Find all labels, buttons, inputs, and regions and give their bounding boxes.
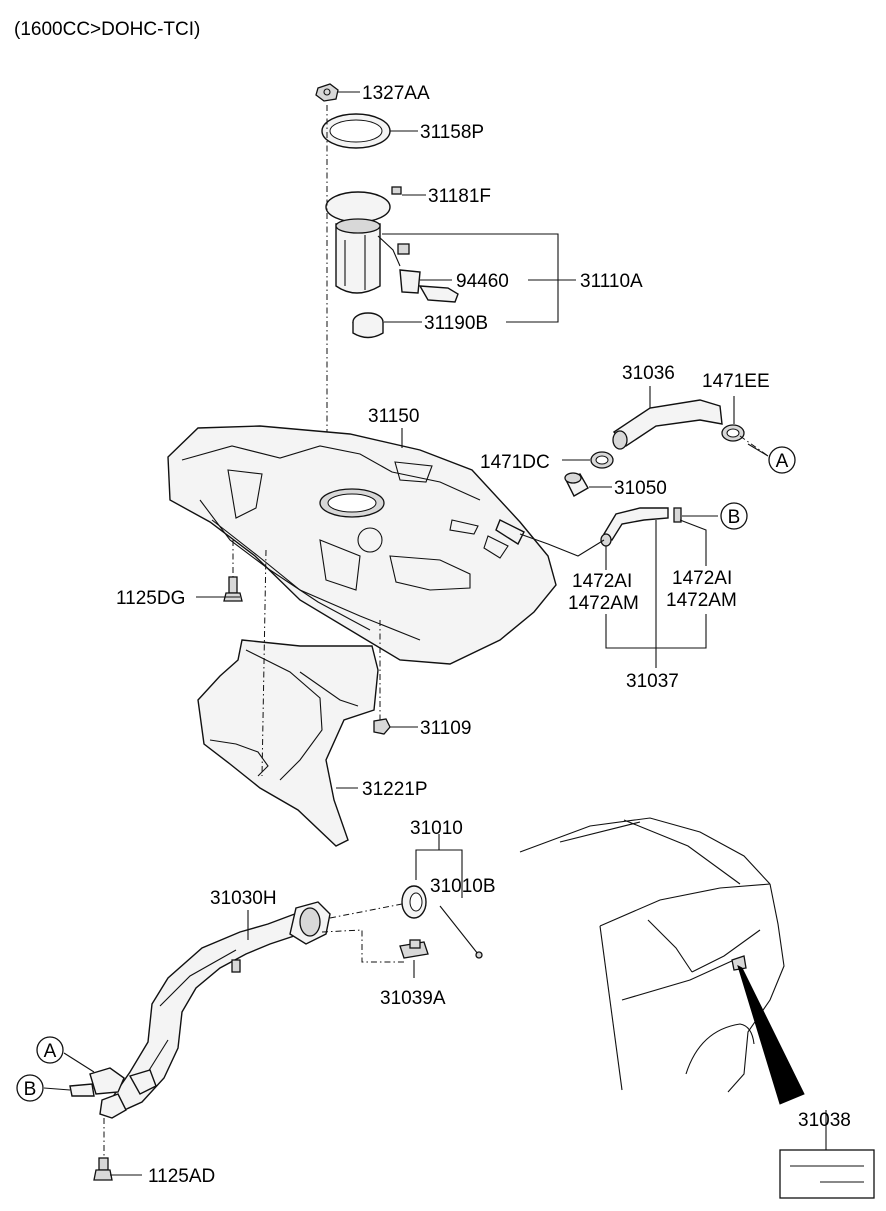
hose-31037-drawing bbox=[600, 507, 682, 547]
nut-31109-drawing bbox=[373, 718, 391, 735]
label-31036: 31036 bbox=[622, 363, 675, 384]
label-31038: 31038 bbox=[798, 1110, 851, 1131]
fuel-tank-31150-drawing bbox=[167, 425, 557, 665]
label-94460: 94460 bbox=[456, 271, 509, 292]
label-31010B: 31010B bbox=[430, 876, 496, 897]
label-plate-31038-drawing bbox=[779, 1149, 875, 1199]
label-1472AM-right: 1472AM bbox=[666, 590, 737, 611]
cap-31010-drawing bbox=[401, 885, 483, 959]
svg-text:A: A bbox=[44, 1041, 57, 1062]
hose-31036-drawing bbox=[612, 399, 723, 450]
filler-neck-31030H-drawing bbox=[69, 901, 331, 1119]
svg-text:B: B bbox=[24, 1079, 37, 1100]
clamp-1471EE-drawing bbox=[721, 424, 745, 442]
label-31050: 31050 bbox=[614, 478, 667, 499]
callout-circle-a-bottom: A bbox=[36, 1036, 64, 1064]
engine-variant-title: (1600CC>DOHC-TCI) bbox=[14, 19, 200, 40]
label-31030H: 31030H bbox=[210, 888, 277, 909]
heat-protector-31221P-drawing bbox=[197, 639, 379, 847]
label-1472AI-right: 1472AI bbox=[672, 568, 732, 589]
svg-text:A: A bbox=[776, 451, 789, 472]
label-31181F: 31181F bbox=[428, 186, 491, 207]
gasket-31158P-drawing bbox=[321, 113, 391, 149]
callout-circle-b-bottom: B bbox=[16, 1074, 44, 1102]
callout-circle-b-top: B bbox=[720, 502, 748, 530]
label-1471EE: 1471EE bbox=[702, 371, 770, 392]
pump-filter-31190B-drawing bbox=[352, 312, 384, 339]
bolt-1125AD-drawing bbox=[93, 1157, 113, 1181]
valve-31050-drawing bbox=[564, 472, 589, 497]
label-1472AI-left: 1472AI bbox=[572, 571, 632, 592]
svg-text:B: B bbox=[728, 507, 741, 528]
fuel-pump-module-31110A-drawing bbox=[325, 191, 401, 294]
label-1125AD: 1125AD bbox=[148, 1166, 215, 1187]
label-31158P: 31158P bbox=[420, 122, 484, 143]
label-31110A: 31110A bbox=[580, 271, 643, 292]
filter-31181F-drawing bbox=[391, 186, 402, 195]
clamp-1471DC-drawing bbox=[590, 451, 614, 469]
label-31190B: 31190B bbox=[424, 313, 488, 334]
callout-circle-a-top: A bbox=[768, 446, 796, 474]
sender-94460-drawing bbox=[397, 243, 459, 303]
label-1471DC: 1471DC bbox=[480, 452, 550, 473]
label-1327AA: 1327AA bbox=[362, 83, 430, 104]
vehicle-rear-view-drawing bbox=[519, 817, 805, 1105]
label-31010: 31010 bbox=[410, 818, 463, 839]
label-1125DG: 1125DG bbox=[116, 588, 185, 609]
bolt-1327AA-drawing bbox=[315, 83, 339, 102]
bolt-31039A-drawing bbox=[399, 939, 429, 959]
label-31221P: 31221P bbox=[362, 779, 428, 800]
label-31037: 31037 bbox=[626, 671, 679, 692]
label-31039A: 31039A bbox=[380, 988, 446, 1009]
label-1472AM-left: 1472AM bbox=[568, 593, 639, 614]
label-31109: 31109 bbox=[420, 718, 471, 739]
label-31150: 31150 bbox=[368, 406, 419, 427]
